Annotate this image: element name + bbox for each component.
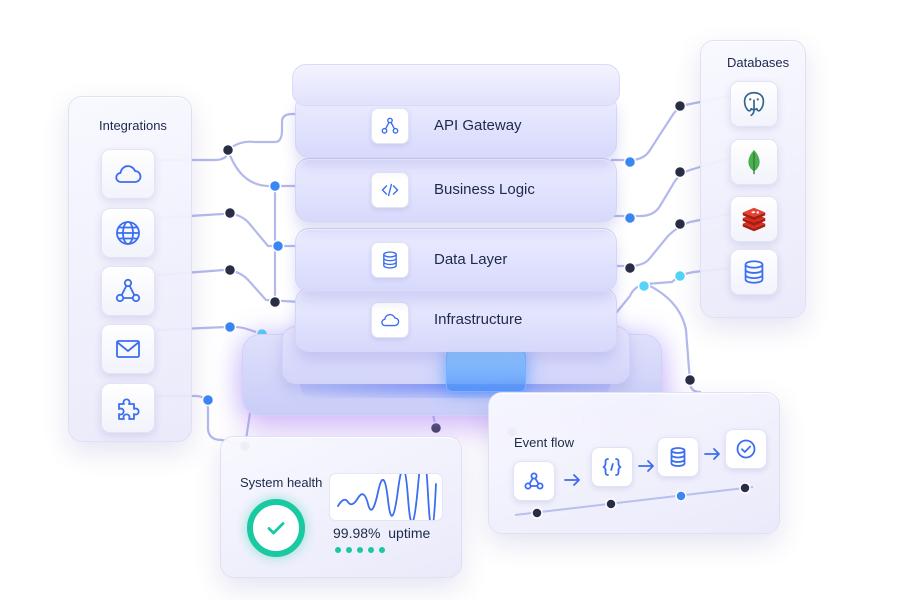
check-circle-icon [736,439,756,459]
database-icon [670,447,686,467]
uptime-sparkline [337,454,437,530]
cloud-icon [381,313,400,327]
status-dot [335,547,341,553]
layer-business-logic-label: Business Logic [434,181,535,198]
integration-mail[interactable] [101,324,155,374]
layer-data-icon-box [371,242,409,278]
puzzle-icon [118,398,140,420]
system-health-title: System health [240,475,323,490]
flow-arrow-icon [638,460,654,472]
wire-database [610,266,732,320]
uptime-label: uptime [388,525,431,541]
layer-business-logic[interactable]: Business Logic [295,158,617,222]
layer-infrastructure-icon-box [371,302,409,338]
flow-arrow-icon [704,448,720,460]
layer-data-label: Data Layer [434,251,508,268]
wire-eventflow [644,282,702,394]
layer-infrastructure-label: Infrastructure [434,311,523,328]
mongodb-icon [748,149,760,175]
timeline-node [531,507,543,519]
layer-infrastructure[interactable]: Infrastructure [295,288,617,352]
uptime-readout: 99.98% uptime [333,525,430,541]
flow-step-webhook[interactable] [513,461,555,501]
status-dot [346,547,352,553]
databases-panel: Databases [700,40,806,318]
database-postgresql[interactable] [730,81,778,127]
flow-arrow-icon [564,474,580,486]
health-status-ring [247,499,305,557]
code-icon [381,183,399,197]
stack-connector-block [446,350,526,392]
health-status-dots [335,547,385,553]
database-redis[interactable] [730,196,778,242]
event-flow-panel: Event flow [488,392,780,534]
check-circle-icon [267,522,285,535]
integration-globe[interactable] [101,208,155,258]
network-icon [381,117,399,134]
layer-api-gateway-label: API Gateway [434,117,522,134]
database-icon [383,251,397,269]
status-dot [368,547,374,553]
mail-icon [116,340,140,358]
flow-step-store[interactable] [657,437,699,477]
flow-timeline [514,482,754,519]
braces-icon [602,458,622,476]
uptime-value: 99.98% [333,525,381,541]
layer-business-logic-icon-box [371,172,409,208]
redis-icon [742,207,766,232]
timeline-node [739,482,751,494]
wire-globe [156,212,302,248]
uptime-sparkline-card [329,454,443,530]
wire-cloud-b [226,148,302,188]
status-dot [379,547,385,553]
database-icon [744,260,764,284]
timeline-node [675,490,687,502]
integration-cloud[interactable] [101,149,155,199]
cloud-icon [115,165,142,183]
databases-title: Databases [727,55,790,70]
event-flow-title: Event flow [514,435,574,450]
system-health-panel: System health 99.98% uptime [220,436,462,578]
integrations-title: Integrations [99,118,167,133]
integrations-panel: Integrations [68,96,192,442]
flow-step-complete[interactable] [725,429,767,469]
integration-network[interactable] [101,266,155,316]
layer-data[interactable]: Data Layer [295,228,617,292]
stack-top-lid [292,64,620,106]
globe-icon [116,221,140,245]
layer-api-gateway-icon-box [371,108,409,144]
timeline-node [605,498,617,510]
status-dot [357,547,363,553]
database-mongodb[interactable] [730,139,778,185]
wire-puzzle [156,394,247,448]
database-generic[interactable] [730,249,778,295]
integration-puzzle[interactable] [101,383,155,433]
flow-step-transform[interactable] [591,447,633,487]
postgresql-icon [743,91,765,117]
webhook-icon [524,472,544,490]
network-icon [115,278,141,303]
